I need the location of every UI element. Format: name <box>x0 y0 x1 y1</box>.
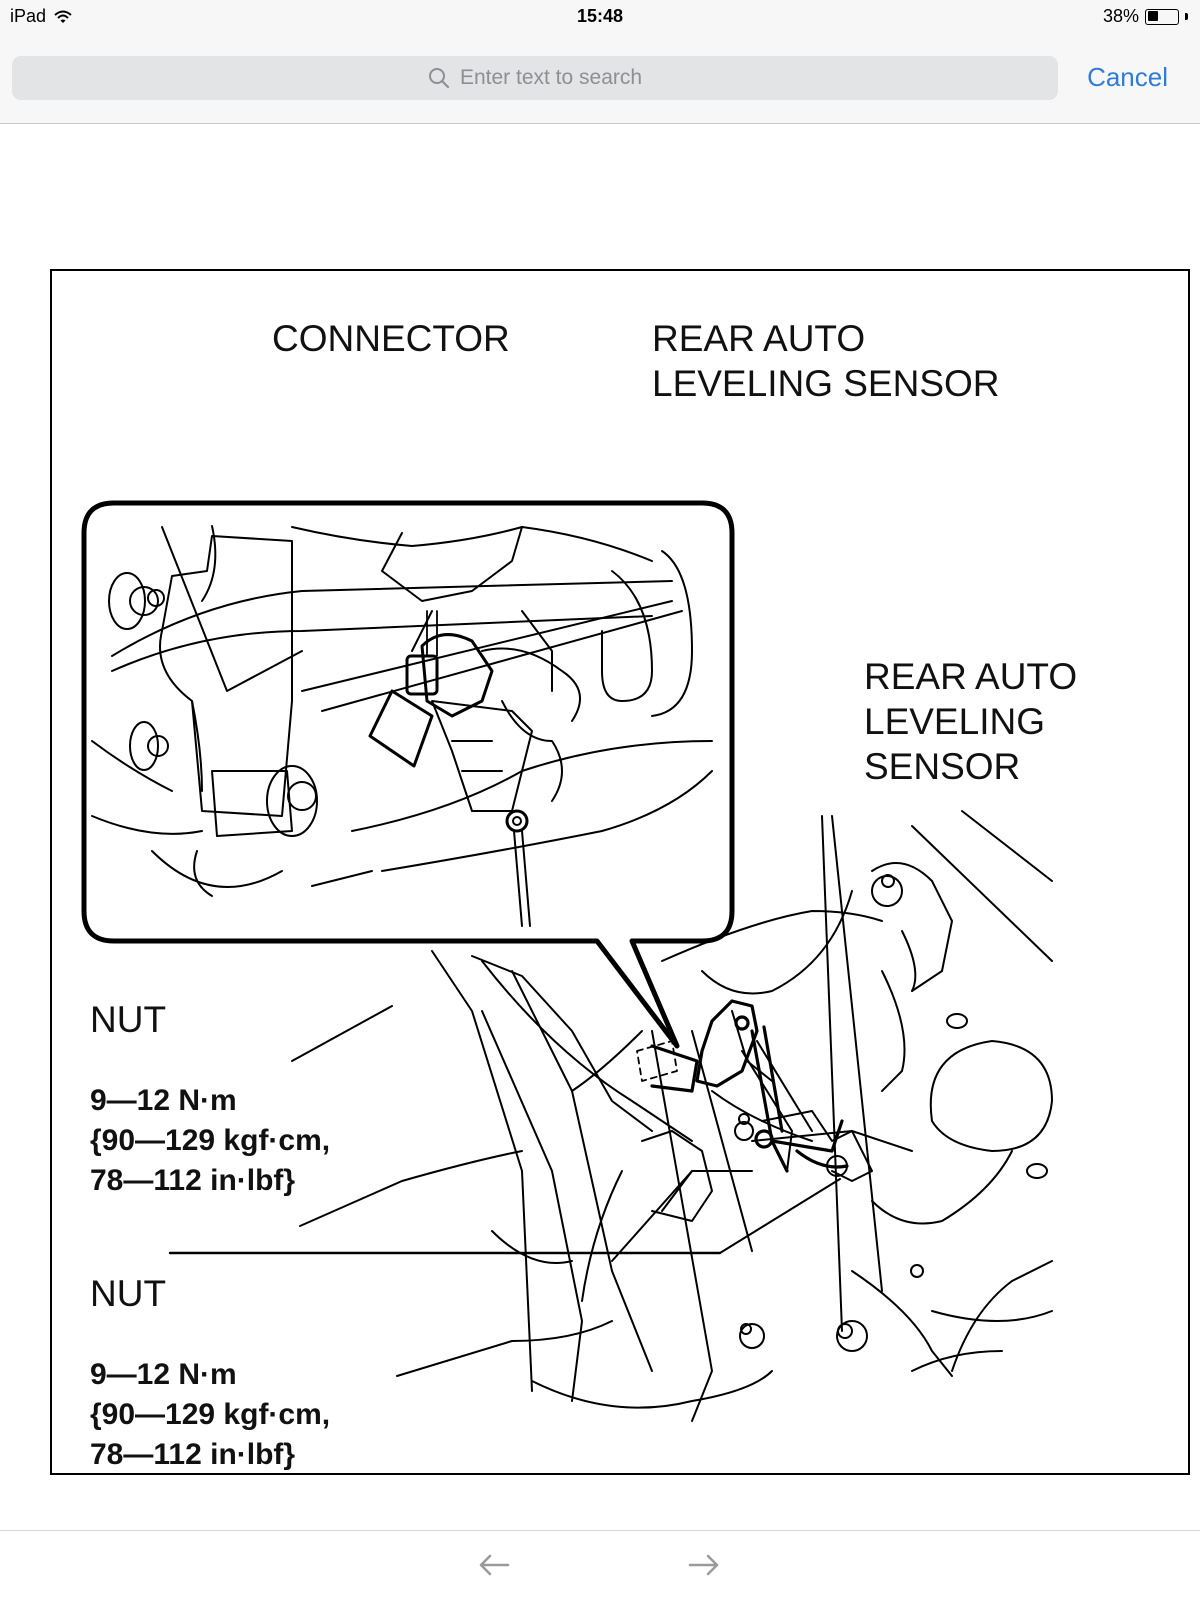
status-time: 15:48 <box>576 6 624 26</box>
search-input[interactable]: Enter text to search <box>12 56 1058 100</box>
battery-icon <box>1145 8 1179 25</box>
diagram-figure: CONNECTOR REAR AUTO LEVELING SENSOR REAR… <box>50 269 1190 1475</box>
search-icon <box>428 68 450 89</box>
sensor-label-right: REAR AUTO LEVELING SENSOR <box>864 656 1078 787</box>
battery-tip <box>1185 13 1188 20</box>
cancel-button[interactable]: Cancel <box>1087 62 1168 92</box>
arrow-right-icon[interactable] <box>688 1553 720 1577</box>
nut-lower-torque: 9—12 N·m {90—129 kgf·cm, 78—112 in·lbf} <box>90 1358 331 1471</box>
nut-lower-title: NUT <box>90 1273 167 1314</box>
sensor-label-top: REAR AUTO LEVELING SENSOR <box>652 318 1000 404</box>
nut-lower-spec: NUT 9—12 N·m {90—129 kgf·cm, 78—112 in·l… <box>90 1233 331 1473</box>
device-name: iPad <box>10 6 47 26</box>
status-right: 38% <box>1103 6 1188 27</box>
suspension-line-drawing <box>81 500 1053 1422</box>
arrow-left-icon[interactable] <box>478 1553 510 1577</box>
status-left: iPad <box>10 6 72 27</box>
nut-upper-spec: NUT 9—12 N·m {90—129 kgf·cm, 78—112 in·l… <box>90 959 330 1201</box>
connector-label: CONNECTOR <box>272 318 510 359</box>
bottom-toolbar <box>0 1530 1200 1600</box>
battery-percent: 38% <box>1102 6 1139 26</box>
search-bar: Enter text to search Cancel <box>0 32 1200 124</box>
nut-upper-torque: 9—12 N·m {90—129 kgf·cm, 78—112 in·lbf} <box>90 1084 331 1197</box>
wifi-icon <box>54 10 72 23</box>
battery-level <box>1147 11 1159 21</box>
nut-upper-title: NUT <box>90 999 167 1040</box>
search-placeholder: Enter text to search <box>459 66 643 89</box>
status-bar: iPad 15:48 38% <box>0 0 1200 32</box>
